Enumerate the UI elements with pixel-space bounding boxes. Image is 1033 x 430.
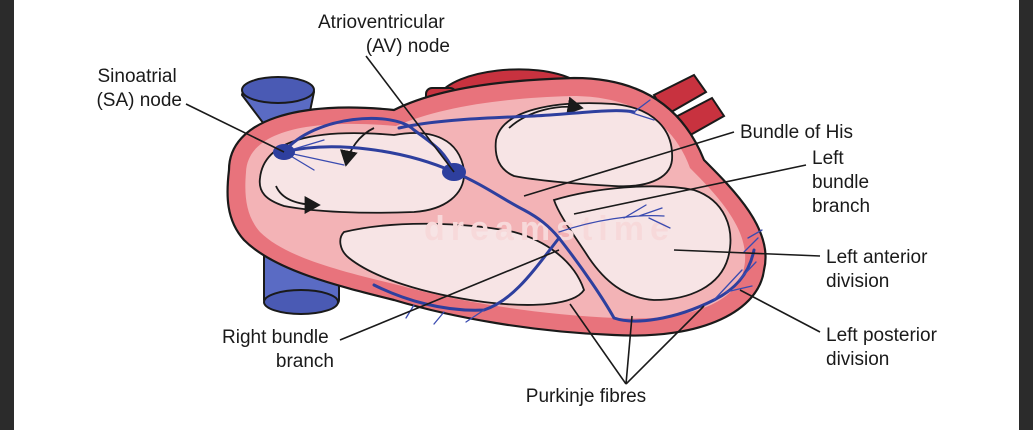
- label-left-anterior-division: Left anterior division: [826, 247, 933, 292]
- vena-cava-opening: [242, 77, 314, 103]
- label-av-node: Atrioventricular (AV) node: [318, 12, 450, 57]
- label-bundle-of-his: Bundle of His: [740, 122, 853, 143]
- label-purkinje-fibres: Purkinje fibres: [526, 386, 646, 407]
- leader-left-posterior-division: [740, 290, 820, 332]
- label-sa-node: Sinoatrial (SA) node: [96, 66, 182, 111]
- inferior-vena-cava-opening: [264, 290, 338, 314]
- label-right-bundle-branch: Right bundle branch: [222, 327, 334, 372]
- label-left-bundle-branch: Left bundle branch: [812, 148, 874, 217]
- heart-conduction-diagram: dreamstime Atrioventricular (AV) node Si…: [14, 0, 1019, 430]
- label-left-posterior-division: Left posterior division: [826, 325, 942, 370]
- diagram-canvas: dreamstime Atrioventricular (AV) node Si…: [14, 0, 1019, 430]
